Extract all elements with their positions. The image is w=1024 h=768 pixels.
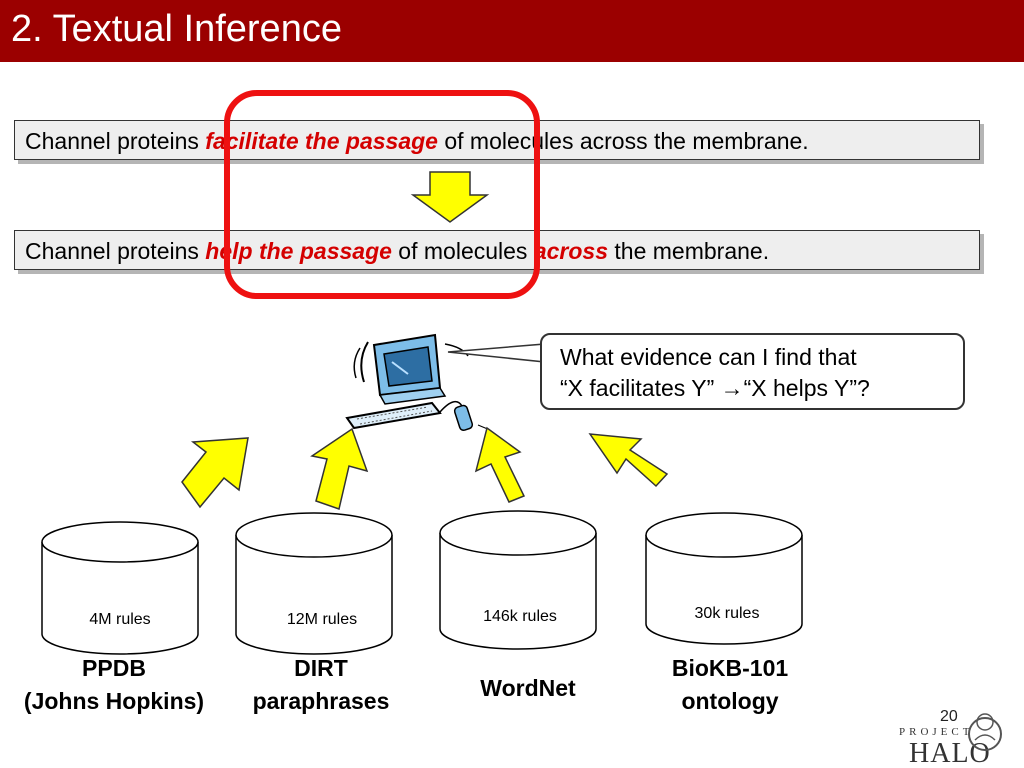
db-label-biokb: BioKB-101 ontology	[640, 652, 820, 718]
svg-text:PROJECT: PROJECT	[899, 726, 973, 738]
db-name-biokb: BioKB-101	[671, 655, 789, 681]
database-cylinder-2	[235, 512, 393, 655]
sentence2-highlight-help: help the passage	[205, 238, 392, 264]
sentence-box-original: Channel proteins facilitate the passage …	[14, 120, 980, 160]
sentence2-highlight-across: across	[533, 238, 608, 264]
db-subname-dirt: paraphrases	[252, 688, 390, 714]
callout-pointer	[447, 343, 546, 363]
sentence1-highlight: facilitate the passage	[205, 128, 438, 154]
rules-count-ppdb: 4M rules	[89, 611, 151, 628]
db-label-ppdb: PPDB (Johns Hopkins)	[0, 652, 228, 718]
db-subname-biokb: ontology	[681, 688, 779, 714]
database-cylinder-3	[439, 510, 597, 650]
db-name-dirt: DIRT	[294, 655, 348, 681]
database-cylinder-4	[645, 512, 803, 645]
sentence-box-paraphrase: Channel proteins help the passage of mol…	[14, 230, 980, 270]
sentence1-after: of molecules across the membrane.	[437, 128, 809, 154]
db-name-wordnet: WordNet	[480, 675, 576, 701]
callout-line-2: “X facilitates Y” →“X helps Y”?	[560, 375, 870, 401]
sentence1-before: Channel proteins	[25, 128, 206, 154]
up-arrow-icon-1	[181, 437, 249, 509]
db-subname-ppdb: (Johns Hopkins)	[23, 688, 205, 714]
computer-icon	[345, 333, 491, 431]
red-highlight-circle	[224, 90, 540, 299]
callout-line-1: What evidence can I find that	[560, 344, 857, 370]
page-number: 20	[940, 708, 958, 725]
project-halo-logo: PROJECT HALO	[899, 713, 1002, 764]
db-name-ppdb: PPDB	[82, 655, 146, 681]
db-label-dirt: DIRT paraphrases	[232, 652, 410, 718]
rules-count-biokb: 30k rules	[694, 605, 760, 622]
down-arrow-icon	[410, 171, 490, 223]
slide-title: 2. Textual Inference	[11, 8, 342, 50]
rules-count-wordnet: 146k rules	[483, 608, 557, 625]
sentence2-after: the membrane.	[608, 238, 770, 264]
up-arrow-icon-4	[588, 433, 669, 488]
title-bar: 2. Textual Inference	[0, 0, 1024, 62]
up-arrow-icon-2	[310, 427, 369, 510]
db-label-wordnet: WordNet	[448, 672, 608, 705]
evidence-callout: What evidence can I find that “X facilit…	[540, 333, 965, 410]
sentence2-before: Channel proteins	[25, 238, 206, 264]
up-arrow-icon-3	[474, 426, 526, 503]
sentence2-middle: of molecules	[391, 238, 534, 264]
database-cylinder-1	[41, 521, 199, 655]
svg-text:HALO: HALO	[909, 738, 991, 764]
rules-count-dirt: 12M rules	[286, 611, 358, 628]
